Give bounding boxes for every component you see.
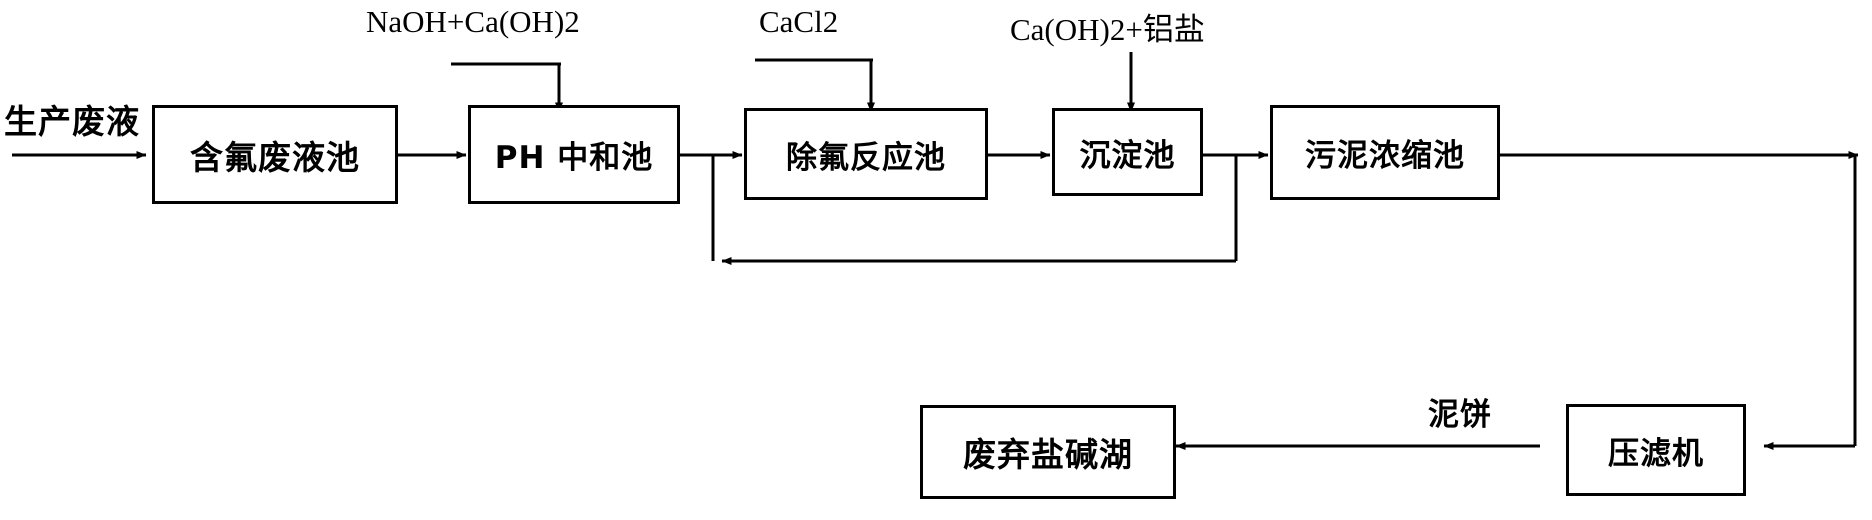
node-label: 含氟废液池: [190, 137, 360, 177]
input-label-production-waste-liquid: 生产废液: [4, 95, 140, 143]
reagent-label-text: Ca(OH)2+铝盐: [1010, 12, 1205, 47]
arrow-tank5-to-filterpress: [1500, 151, 1859, 450]
arrow-tank2-to-tank3: [680, 151, 743, 261]
node-label: 污泥浓缩池: [1305, 138, 1465, 174]
flow-label-text: 泥饼: [1428, 397, 1492, 433]
node-label: 废弃盐碱湖: [963, 435, 1133, 474]
node-defluorination-reactor[interactable]: 除氟反应池: [744, 108, 988, 200]
node-fluoride-waste-tank[interactable]: 含氟废液池: [152, 105, 398, 204]
reagent-label-caoh2-aluminum-salt: Ca(OH)2+铝盐: [1010, 4, 1205, 49]
reagent-label-text: CaCl2: [759, 4, 839, 39]
input-label-text: 生产废液: [4, 102, 140, 141]
node-sedimentation-tank[interactable]: 沉淀池: [1052, 108, 1203, 196]
node-label: 沉淀池: [1079, 137, 1176, 174]
reagent-label-cacl2: CaCl2: [759, 4, 838, 40]
flow-label-mud-cake: 泥饼: [1428, 389, 1492, 434]
node-label: 压滤机: [1608, 435, 1704, 472]
node-filter-press[interactable]: 压滤机: [1566, 404, 1746, 496]
node-label: PH 中和池: [494, 140, 654, 176]
arrow-tank4-to-tank5: [1203, 151, 1269, 261]
reagent-label-naoh-caoh2: NaOH+Ca(OH)2: [366, 4, 580, 40]
node-abandoned-saline-alkali-lake[interactable]: 废弃盐碱湖: [920, 405, 1176, 499]
node-label: 除氟反应池: [786, 139, 946, 176]
node-ph-neutralization-tank[interactable]: PH 中和池: [468, 105, 680, 204]
reagent-label-text: NaOH+Ca(OH)2: [366, 4, 580, 39]
node-sludge-thickener[interactable]: 污泥浓缩池: [1270, 105, 1500, 200]
dosing-line-cacl2: [755, 58, 875, 113]
